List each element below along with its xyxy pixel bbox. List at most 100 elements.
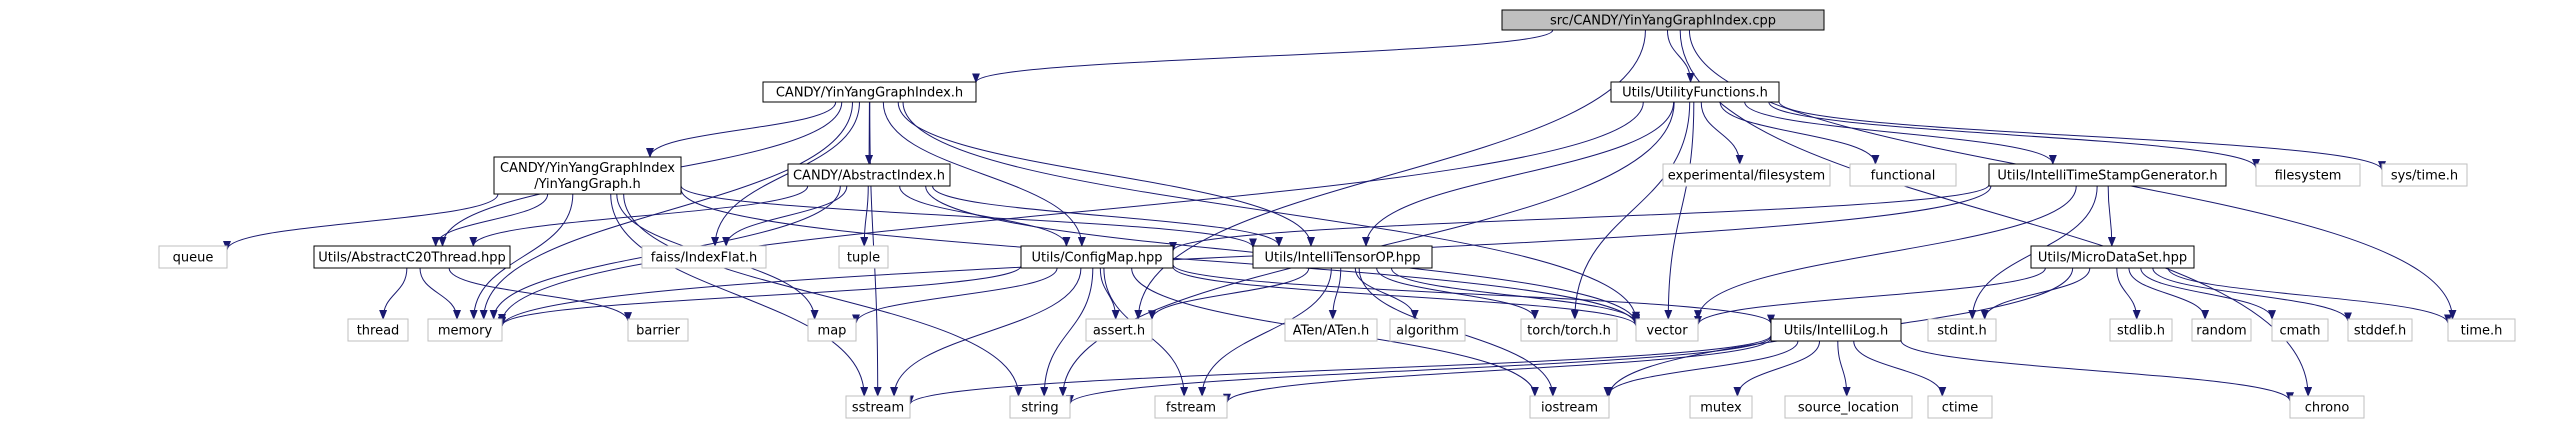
node-label: iostream xyxy=(1541,401,1598,416)
node-sys-time: sys/time.h xyxy=(2381,163,2468,187)
node-box xyxy=(641,245,767,269)
node-micro-dataset[interactable]: Utils/MicroDataSet.hpp xyxy=(2030,245,2195,269)
node-thread: thread xyxy=(347,318,409,342)
node-box xyxy=(1770,318,1902,342)
node-yyg-graph-h[interactable]: CANDY/YinYangGraphIndex/YinYangGraph.h xyxy=(493,156,682,195)
node-label: algorithm xyxy=(1396,324,1459,339)
node-random: random xyxy=(2191,318,2252,342)
node-box xyxy=(2381,163,2468,187)
node-label: queue xyxy=(173,251,214,266)
node-label: sstream xyxy=(852,401,904,416)
nodes-layer: src/CANDY/YinYangGraphIndex.cppCANDY/Yin… xyxy=(158,9,2516,419)
node-box xyxy=(1501,9,1825,31)
edge-abstract_index-to-intelli_tensor_op xyxy=(932,185,1283,247)
node-box xyxy=(427,318,503,342)
edge-yyg_graph_h-to-queue xyxy=(223,193,499,251)
node-abstract-index[interactable]: CANDY/AbstractIndex.h xyxy=(787,163,951,187)
node-box xyxy=(158,245,228,269)
node-box xyxy=(347,318,409,342)
edge-timestamp_gen-to-memory xyxy=(498,185,1992,328)
node-box xyxy=(2347,318,2413,342)
node-label: /YinYangGraph.h xyxy=(534,177,641,192)
node-functional: functional xyxy=(1849,163,1957,187)
node-box xyxy=(1689,395,1753,419)
edge-utility_functions-to-sys_time xyxy=(1778,101,2386,172)
edge-yyg_index_h-to-intelli_tensor_op xyxy=(897,101,1315,247)
edge-utility_functions-to-vector xyxy=(1664,101,1695,320)
edge-micro_dataset-to-stdint xyxy=(1980,267,2091,320)
node-torch: torch/torch.h xyxy=(1520,318,1618,342)
edge-root-to-utility_functions xyxy=(1666,29,1695,83)
node-label: functional xyxy=(1871,169,1936,184)
node-label: assert.h xyxy=(1093,324,1145,339)
node-cmath: cmath xyxy=(2271,318,2329,342)
edge-yyg_index_h-to-yyg_graph_h xyxy=(646,101,837,158)
node-label: Utils/IntelliTensorOP.hpp xyxy=(1265,251,1421,266)
node-label: ctime xyxy=(1942,401,1979,416)
node-timestamp-gen[interactable]: Utils/IntelliTimeStampGenerator.h xyxy=(1988,163,2227,187)
node-label: CANDY/YinYangGraphIndex.h xyxy=(776,86,963,101)
node-label: experimental/filesystem xyxy=(1668,169,1825,184)
node-box xyxy=(845,395,911,419)
node-intelli-tensor-op[interactable]: Utils/IntelliTensorOP.hpp xyxy=(1252,245,1433,269)
edge-intelli_log-to-source_location xyxy=(1837,340,1851,397)
edge-intelli_tensor_op-to-torch xyxy=(1376,267,1539,320)
edge-intelli_log-to-iostream xyxy=(1603,340,1799,397)
node-abstract-c20-thread[interactable]: Utils/AbstractC20Thread.hpp xyxy=(313,245,511,269)
node-box xyxy=(493,156,682,195)
edge-intelli_log-to-fstream xyxy=(1223,337,1772,404)
node-box xyxy=(1927,395,1993,419)
edge-intelli_tensor_op-to-assert xyxy=(1148,267,1310,321)
edge-yyg_graph_h-to-intelli_tensor_op xyxy=(680,185,1257,249)
node-box xyxy=(2271,318,2329,342)
node-box xyxy=(1988,163,2227,187)
edge-utility_functions-to-memory xyxy=(498,101,1644,324)
node-vector: vector xyxy=(1635,318,1699,342)
edge-intelli_log-to-sstream xyxy=(906,334,1772,406)
node-map: map xyxy=(807,318,857,342)
edge-config_map-to-assert xyxy=(1099,267,1120,320)
edge-abstract_c20_thread-to-thread xyxy=(379,267,408,320)
node-root[interactable]: src/CANDY/YinYangGraphIndex.cpp xyxy=(1501,9,1825,31)
node-time-h: time.h xyxy=(2447,318,2516,342)
edge-yyg_index_h-to-vector xyxy=(902,101,1640,322)
node-box xyxy=(313,245,511,269)
node-box xyxy=(2191,318,2252,342)
edge-micro_dataset-to-stdlib xyxy=(2116,267,2141,320)
edge-timestamp_gen-to-config_map xyxy=(1169,184,1990,252)
edge-config_map-to-intelli_log xyxy=(1172,264,1775,325)
node-utility-functions[interactable]: Utils/UtilityFunctions.h xyxy=(1610,81,1780,103)
node-label: stddef.h xyxy=(2354,324,2406,339)
edge-abstract_index-to-tuple xyxy=(860,185,869,247)
node-tuple: tuple xyxy=(838,245,889,269)
edge-micro_dataset-to-random xyxy=(2128,267,2210,320)
edge-micro_dataset-to-stddef xyxy=(2152,267,2352,323)
edge-utility_functions-to-timestamp_gen xyxy=(1744,101,2057,165)
node-box xyxy=(838,245,889,269)
node-experimental-fs: experimental/filesystem xyxy=(1662,163,1831,187)
edge-timestamp_gen-to-vector xyxy=(1694,185,2077,321)
node-label: map xyxy=(818,324,847,339)
node-box xyxy=(1389,318,1466,342)
edge-yyg_graph_h-to-sstream xyxy=(610,193,869,397)
node-box xyxy=(1784,395,1913,419)
edge-yyg_index_h-to-config_map xyxy=(882,101,1086,247)
node-box xyxy=(1009,395,1071,419)
node-intelli-log[interactable]: Utils/IntelliLog.h xyxy=(1770,318,1902,342)
node-faiss-indexflat: faiss/IndexFlat.h xyxy=(641,245,767,269)
node-filesystem: filesystem xyxy=(2255,163,2361,187)
node-stddef: stddef.h xyxy=(2347,318,2413,342)
node-ctime: ctime xyxy=(1927,395,1993,419)
node-config-map[interactable]: Utils/ConfigMap.hpp xyxy=(1020,245,1174,269)
node-label: vector xyxy=(1646,324,1688,339)
edge-micro_dataset-to-time_h xyxy=(2167,267,2452,325)
node-label: Utils/ConfigMap.hpp xyxy=(1031,251,1162,266)
node-label: tuple xyxy=(847,251,880,266)
node-box xyxy=(762,81,977,103)
node-box xyxy=(2447,318,2516,342)
node-box xyxy=(1520,318,1618,342)
edge-yyg_graph_h-to-string xyxy=(623,193,1023,397)
node-box xyxy=(1662,163,1831,187)
node-yyg-index-h[interactable]: CANDY/YinYangGraphIndex.h xyxy=(762,81,977,103)
